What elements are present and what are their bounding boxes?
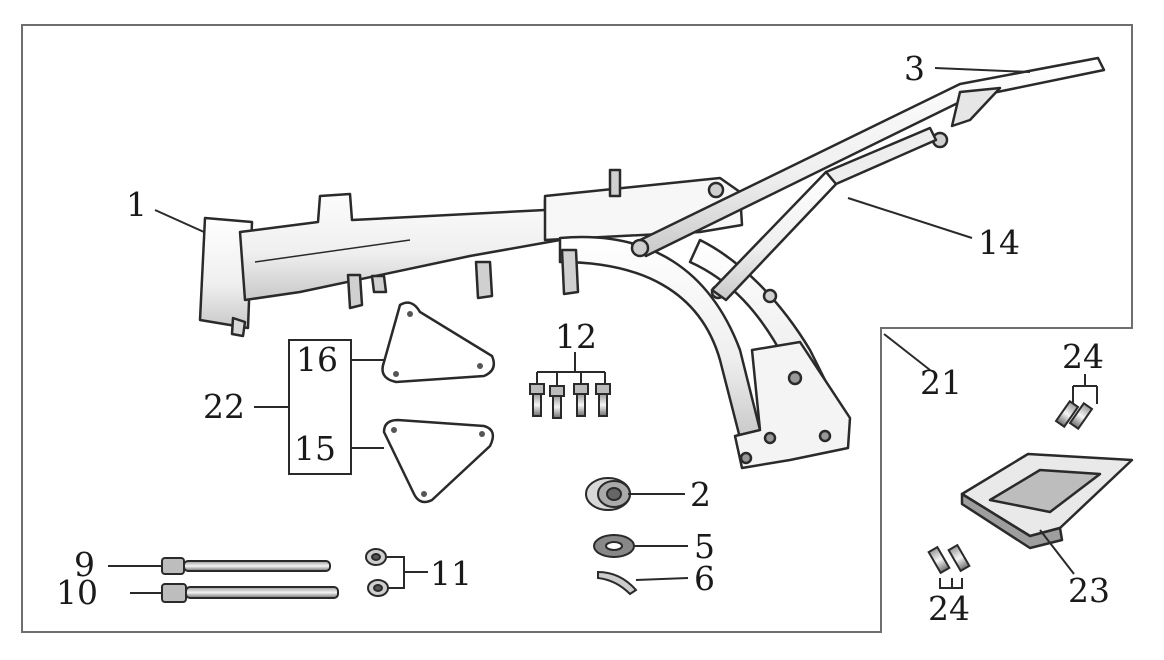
bolts-24-bottom	[927, 543, 971, 575]
main-frame	[198, 168, 852, 470]
clip-6	[597, 570, 638, 596]
nuts-11	[365, 548, 389, 597]
callout-12: 12	[555, 317, 597, 356]
callout-23: 23	[1068, 571, 1110, 610]
long-bolt-9	[161, 557, 331, 575]
callout-10: 10	[56, 573, 98, 612]
support-strut	[710, 126, 938, 302]
callout-2: 2	[690, 475, 711, 514]
callout-9: 9	[74, 545, 95, 584]
plate-15	[382, 418, 495, 504]
bolts-24-top	[1054, 399, 1094, 431]
callout-5: 5	[694, 527, 715, 566]
diagram-border	[21, 24, 1133, 633]
callout-16: 16	[296, 340, 338, 379]
callout-3: 3	[904, 49, 925, 88]
leader-lines	[108, 67, 1098, 594]
cover-23	[960, 452, 1134, 550]
plate-16	[381, 301, 495, 384]
callout-24-top: 24	[1062, 337, 1104, 376]
callout-21: 21	[920, 363, 962, 402]
callout-22: 22	[203, 387, 245, 426]
long-bolt-10	[161, 583, 339, 603]
callout-11: 11	[430, 554, 472, 593]
bolts-12	[529, 383, 611, 419]
callout-24-bottom: 24	[928, 589, 970, 628]
callout-14: 14	[978, 223, 1020, 262]
callout-15: 15	[294, 429, 336, 468]
callout-6: 6	[694, 559, 715, 598]
rear-subframe	[630, 56, 1106, 258]
washer-5	[593, 534, 635, 558]
callout-1: 1	[126, 185, 147, 224]
bushing-2	[585, 477, 631, 511]
